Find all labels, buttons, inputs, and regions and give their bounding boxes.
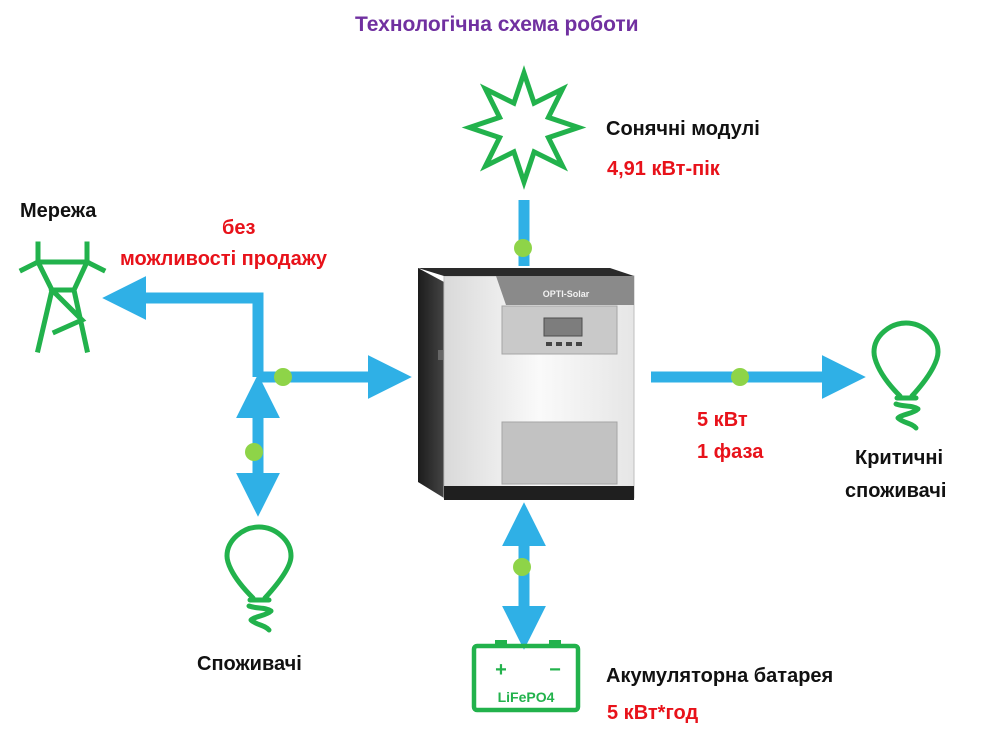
power-pylon-icon: [18, 241, 107, 354]
battery-minus-sign: −: [549, 659, 561, 681]
critical-loads-label-line1: Критичні: [855, 447, 944, 469]
battery-plus-sign: +: [495, 659, 507, 681]
loads-label: Споживачі: [197, 653, 302, 675]
solar-capacity-value: 4,91 кВт-пік: [607, 158, 720, 180]
grid-label: Мережа: [20, 200, 97, 222]
connection-dot-loads: [245, 443, 263, 461]
solar-modules-label: Сонячні модулі: [606, 118, 760, 140]
sun-icon: [461, 65, 587, 190]
connection-dot-grid: [274, 368, 292, 386]
inverter-device: [418, 268, 635, 500]
grid-note-line1: без: [222, 217, 256, 239]
connection-dot-solar: [514, 239, 532, 257]
battery-capacity-value: 5 кВт*год: [607, 702, 699, 724]
connection-dot-output: [731, 368, 749, 386]
battery-icon: + − LiFePO4: [471, 640, 581, 713]
output-phase-value: 1 фаза: [697, 441, 764, 463]
critical-loads-bulb-icon: [871, 320, 941, 431]
critical-loads-label-line2: споживачі: [845, 480, 947, 502]
inverter-brand-label: OPTI-Solar: [543, 289, 590, 299]
page-title: Технологічна схема роботи: [355, 13, 639, 36]
connection-dot-battery: [513, 558, 531, 576]
grid-note-line2: можливості продажу: [120, 248, 328, 270]
loads-bulb-icon: [224, 524, 294, 633]
grid-export-arrow: [102, 276, 264, 377]
battery-chemistry-label: LiFePO4: [498, 689, 555, 705]
battery-label: Акумуляторна батарея: [606, 665, 834, 687]
output-power-value: 5 кВт: [697, 409, 748, 431]
